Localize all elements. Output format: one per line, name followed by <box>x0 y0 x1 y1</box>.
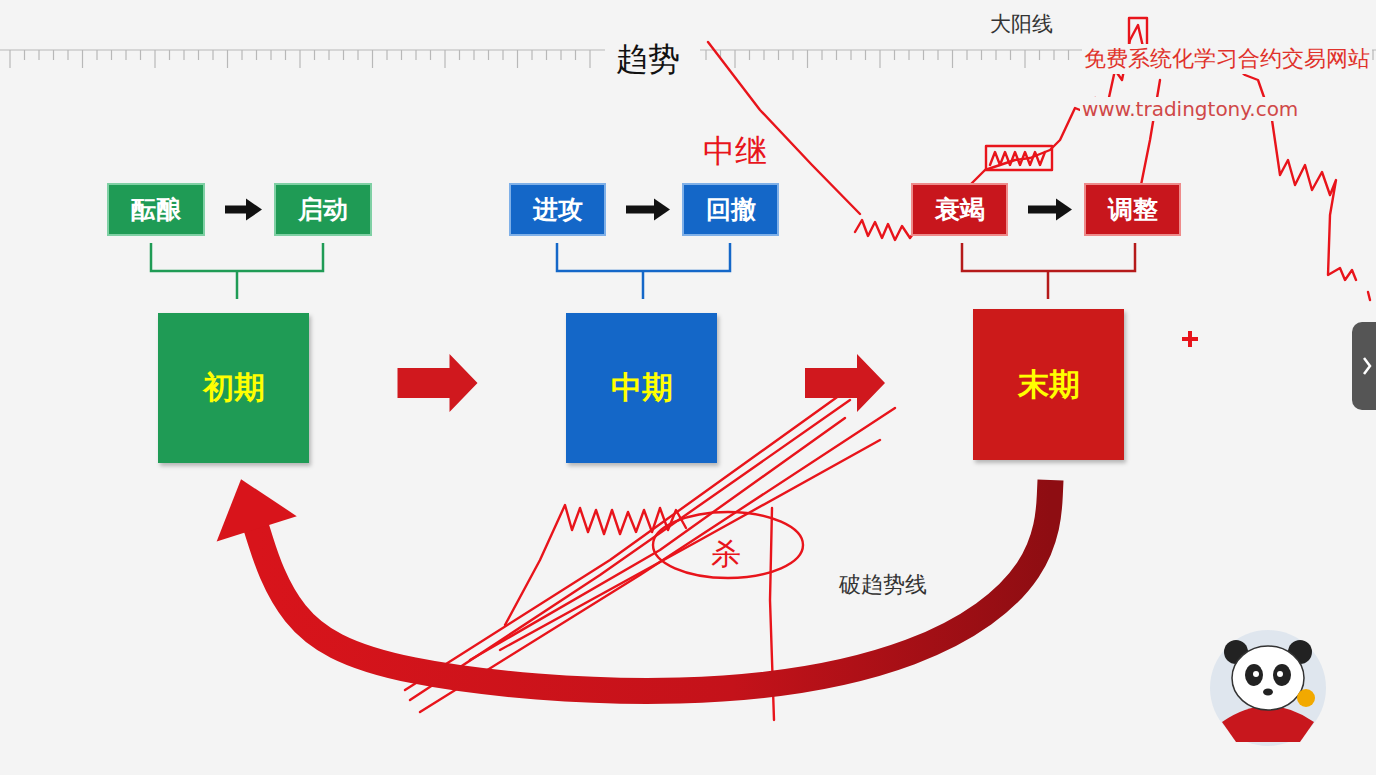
watermark: 免费系统化学习合约交易网站 <box>1082 44 1372 74</box>
box-label: 中期 <box>611 367 673 409</box>
stage-box: 启动 <box>274 183 372 236</box>
box-label: 初期 <box>203 367 265 409</box>
arrow-head <box>246 199 262 221</box>
title: 趋势 <box>614 38 682 82</box>
stage-box: 进攻 <box>509 183 606 236</box>
phase-box: 末期 <box>973 309 1124 460</box>
connector <box>1028 199 1072 221</box>
box-label: 酝酿 <box>131 193 181 226</box>
connector <box>398 354 478 412</box>
watermark: www.tradingtony.com <box>1080 97 1300 121</box>
box-label: 末期 <box>1018 364 1080 406</box>
stage-box: 回撤 <box>682 183 779 236</box>
edge-label: 破趋势线 <box>836 570 930 600</box>
stage-box: 酝酿 <box>107 183 205 236</box>
brackets <box>151 243 1135 299</box>
handwriting <box>405 18 1370 720</box>
connector <box>225 199 262 221</box>
arrow-head <box>217 479 297 541</box>
plus-mark <box>1182 331 1198 347</box>
phase-box: 初期 <box>158 313 309 463</box>
box-label: 启动 <box>298 193 348 226</box>
note: 大阳线 <box>990 10 1053 38</box>
side-tab <box>1352 322 1376 410</box>
handwritten-note: 中继 <box>703 130 767 174</box>
connector <box>217 479 1051 691</box>
handwritten-note: 杀 <box>711 534 741 575</box>
box-label: 调整 <box>1108 193 1158 226</box>
connector <box>626 199 670 221</box>
box-label: 进攻 <box>533 193 583 226</box>
stage-box: 衰竭 <box>911 183 1008 236</box>
phase-box: 中期 <box>566 313 717 463</box>
arrow-head <box>654 199 670 221</box>
panda-avatar <box>1210 630 1326 746</box>
connector <box>805 354 885 412</box>
arrow-head <box>1056 199 1072 221</box>
box-label: 衰竭 <box>935 193 985 226</box>
box-label: 回撤 <box>706 193 756 226</box>
stage-box: 调整 <box>1084 183 1181 236</box>
